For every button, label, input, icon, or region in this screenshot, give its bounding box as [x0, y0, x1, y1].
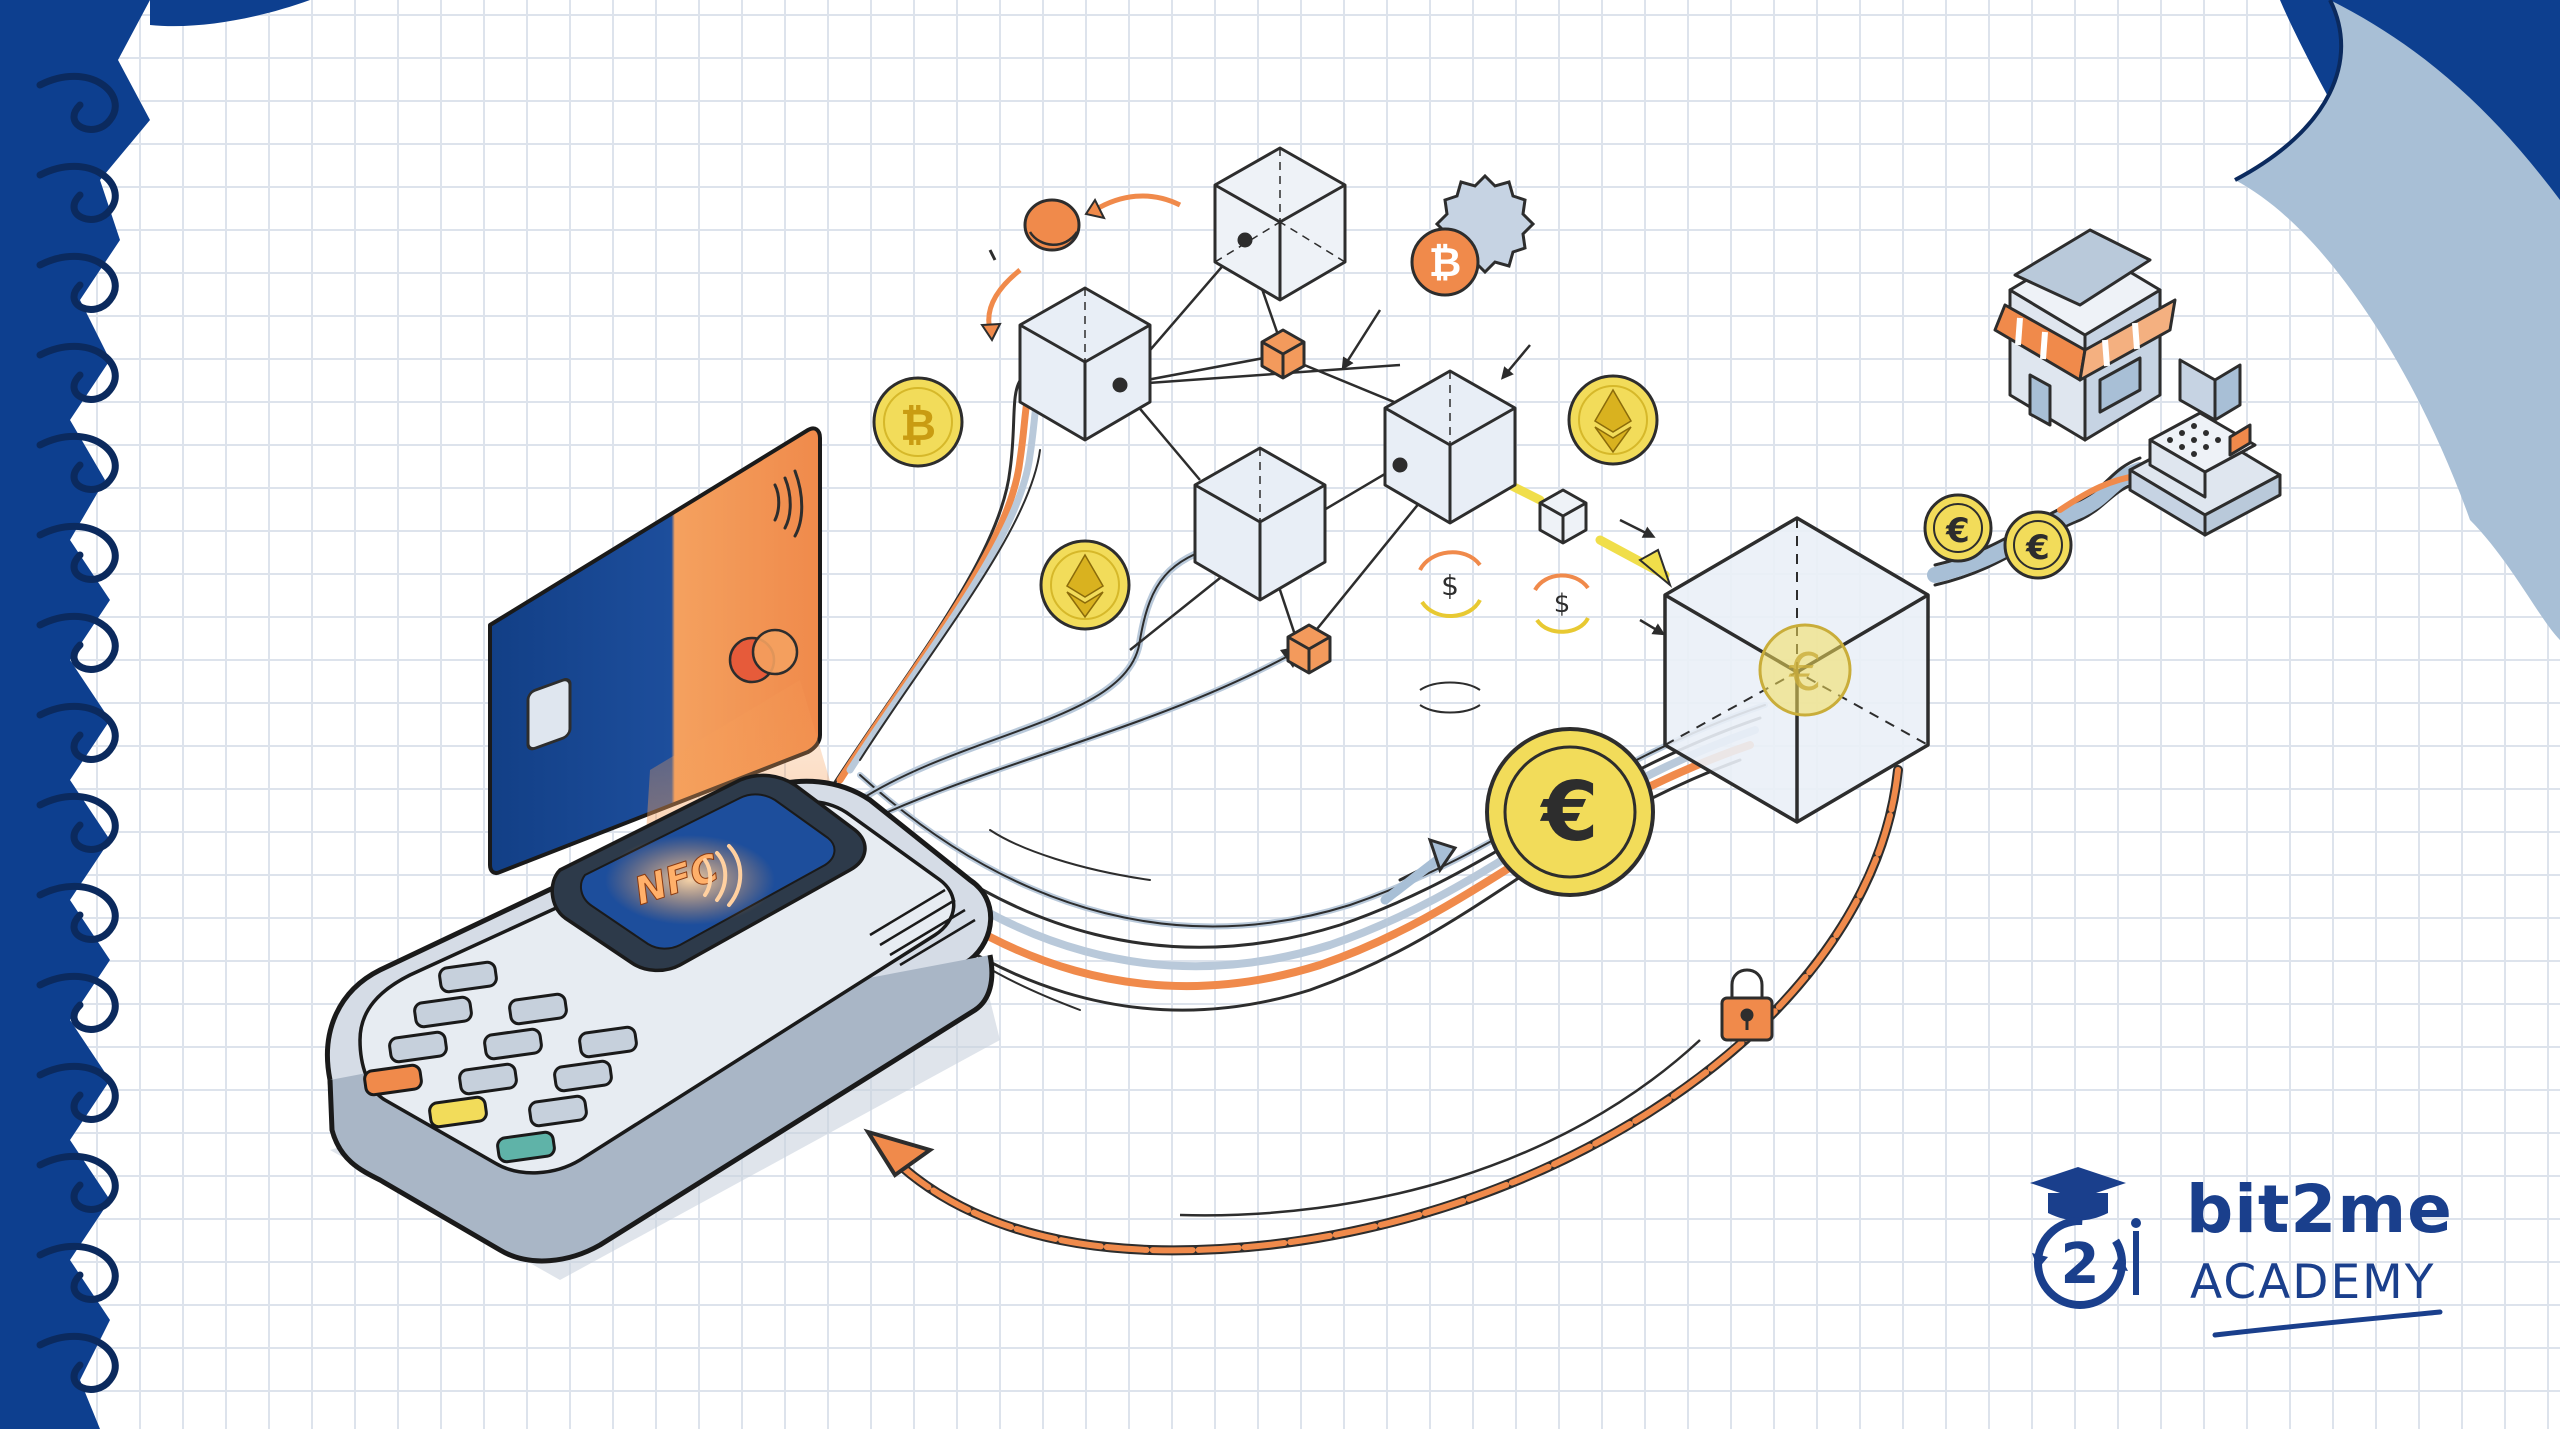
bitcoin-gear-icon: ₿: [1410, 173, 1536, 297]
bit2me-logo-icon: 2: [2030, 1167, 2141, 1309]
dollar-symbol-2: $: [1554, 589, 1571, 619]
card-brand-logo: [728, 628, 799, 684]
return-arrow: [863, 765, 1903, 1256]
settlement-block: €: [1663, 516, 1930, 824]
euro-coin-small-icon: €: [1923, 493, 1993, 563]
cash-register-icon: [2128, 358, 2282, 537]
brand-logo: bit2me ACADEMY: [2018, 1165, 2478, 1355]
euro-coin-icon: €: [1485, 727, 1655, 897]
dollar-swap-icon: $: [1418, 550, 1482, 618]
euro-symbol-large: €: [1539, 765, 1598, 860]
lock-icon: [1720, 968, 1774, 1042]
logo-digit: 2: [2061, 1232, 2100, 1297]
sync-arrows-icon: [1419, 681, 1481, 714]
brand-name: bit2me: [2186, 1171, 2453, 1248]
gear-bitcoin-symbol: ₿: [1429, 240, 1462, 286]
payment-terminal: NFC: [324, 773, 1000, 1280]
notebook-binding: [0, 0, 310, 1429]
store-icon: [1993, 228, 2177, 442]
brand-logo-mark: [2018, 1165, 2188, 1330]
bitcoin-symbol: ₿: [900, 400, 936, 451]
page-curl: [2234, 0, 2560, 640]
blockchain-network: ₿ $ $: [980, 146, 1673, 714]
card-chip-icon: [526, 678, 572, 751]
nfc-waves-icon: [703, 844, 743, 907]
ethereum-coin-icon: [1567, 374, 1659, 466]
euro-symbol-small-1: €: [1945, 511, 1970, 551]
faded-euro-symbol: €: [1788, 643, 1821, 703]
ethereum-coin-icon: [1039, 539, 1131, 631]
terminal-keypad: [363, 960, 638, 1164]
euro-symbol-small-2: €: [2025, 528, 2050, 568]
brand-underline: [2212, 1309, 2443, 1338]
contactless-icon: [773, 469, 804, 538]
dollar-symbol-1: $: [1441, 569, 1459, 602]
orange-coin-icon: [1023, 198, 1081, 252]
euro-coin-small-icon: €: [2003, 510, 2073, 580]
brand-subtitle: ACADEMY: [2190, 1255, 2436, 1310]
bitcoin-coin-icon: ₿: [872, 376, 964, 468]
dollar-swap-icon: $: [1533, 573, 1590, 634]
